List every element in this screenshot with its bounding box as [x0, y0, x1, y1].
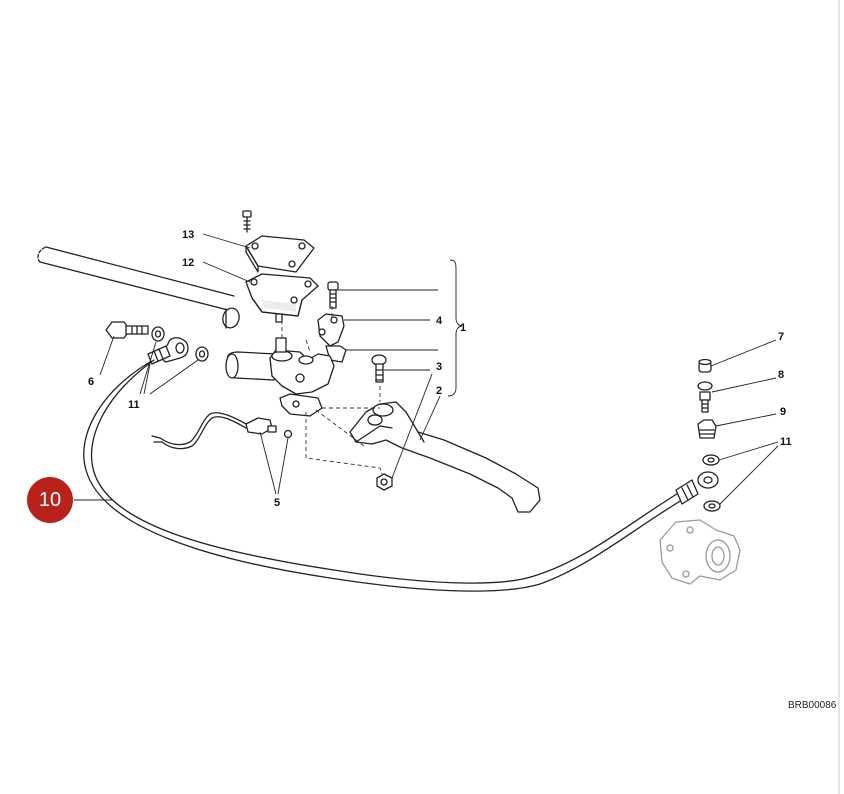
handlebar-tube	[37, 246, 240, 329]
sealing-washers-left	[151, 326, 209, 362]
lever-adjuster-screw	[371, 354, 387, 383]
drawing-code: BRB00086	[788, 700, 837, 711]
master-cylinder-body	[225, 337, 335, 417]
cap-screw	[242, 210, 252, 233]
callout-13: 13	[182, 229, 194, 241]
callout-11-right: 11	[780, 436, 792, 448]
leader-lines	[74, 233, 779, 505]
sealing-washers-right	[702, 454, 721, 512]
bleed-valve	[697, 381, 713, 413]
reservoir-mount-screw	[327, 281, 339, 309]
callout-5: 5	[274, 497, 280, 509]
handlebar-clamp	[317, 313, 347, 363]
reservoir-body	[245, 273, 319, 323]
assembly-guide-lines	[281, 306, 383, 475]
union-fitting	[697, 419, 717, 439]
callout-6: 6	[88, 376, 94, 388]
hose-item-badge[interactable]: 10	[27, 477, 73, 523]
callout-11-left: 11	[128, 399, 140, 411]
callout-12: 12	[182, 257, 194, 269]
callout-8: 8	[778, 369, 784, 381]
bleed-valve-cap	[698, 358, 712, 373]
callout-9: 9	[780, 406, 786, 418]
callout-3: 3	[436, 361, 442, 373]
hydraulic-hose	[83, 359, 683, 592]
page-edge	[838, 0, 840, 794]
callout-numbers: 13 12 4 1 3 2 6 11 5 7 8 9 11	[88, 229, 792, 509]
hose-fitting-lower	[675, 471, 719, 505]
slave-cylinder	[659, 519, 741, 585]
lever-pivot-nut	[376, 473, 393, 491]
callout-2: 2	[436, 385, 442, 397]
hose-banjo-fitting-upper	[147, 337, 189, 365]
banjo-bolt	[105, 321, 149, 339]
reservoir-cap	[245, 235, 315, 273]
clutch-switch	[151, 412, 293, 450]
callout-4: 4	[436, 315, 443, 327]
clutch-lever	[349, 401, 541, 513]
callout-1: 1	[460, 322, 466, 334]
callout-7: 7	[778, 331, 784, 343]
